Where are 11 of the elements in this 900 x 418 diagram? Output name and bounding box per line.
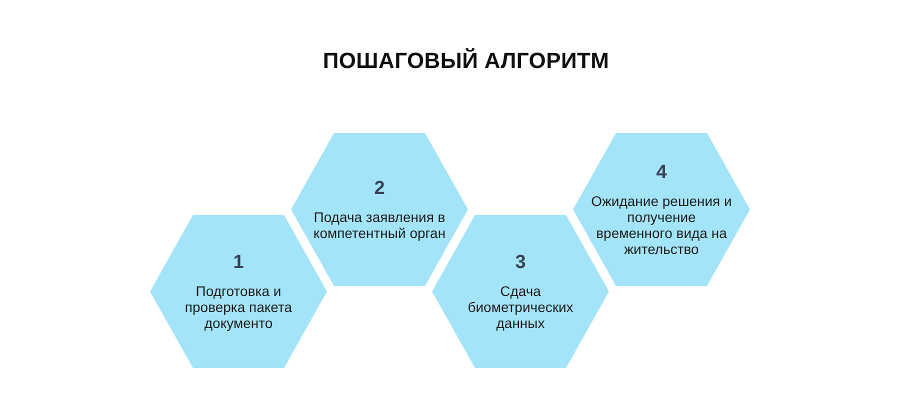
step-number: 3 <box>515 252 526 274</box>
step-hexagon <box>291 133 468 286</box>
step-label: Сдача биометрических данных <box>466 283 574 331</box>
step-number: 1 <box>233 252 244 274</box>
title: ПОШАГОВЫЙ АЛГОРИТМ <box>322 48 610 74</box>
step-hexagon <box>573 133 750 286</box>
step-label: Подача заявления в компетентный орган <box>312 209 447 241</box>
step-number: 4 <box>656 162 667 184</box>
step-label: Подготовка и проверка пакета документо <box>184 283 294 331</box>
step-number: 2 <box>374 178 385 200</box>
step-label: Ожидание решения и получение временного вида на жительство <box>590 193 733 257</box>
